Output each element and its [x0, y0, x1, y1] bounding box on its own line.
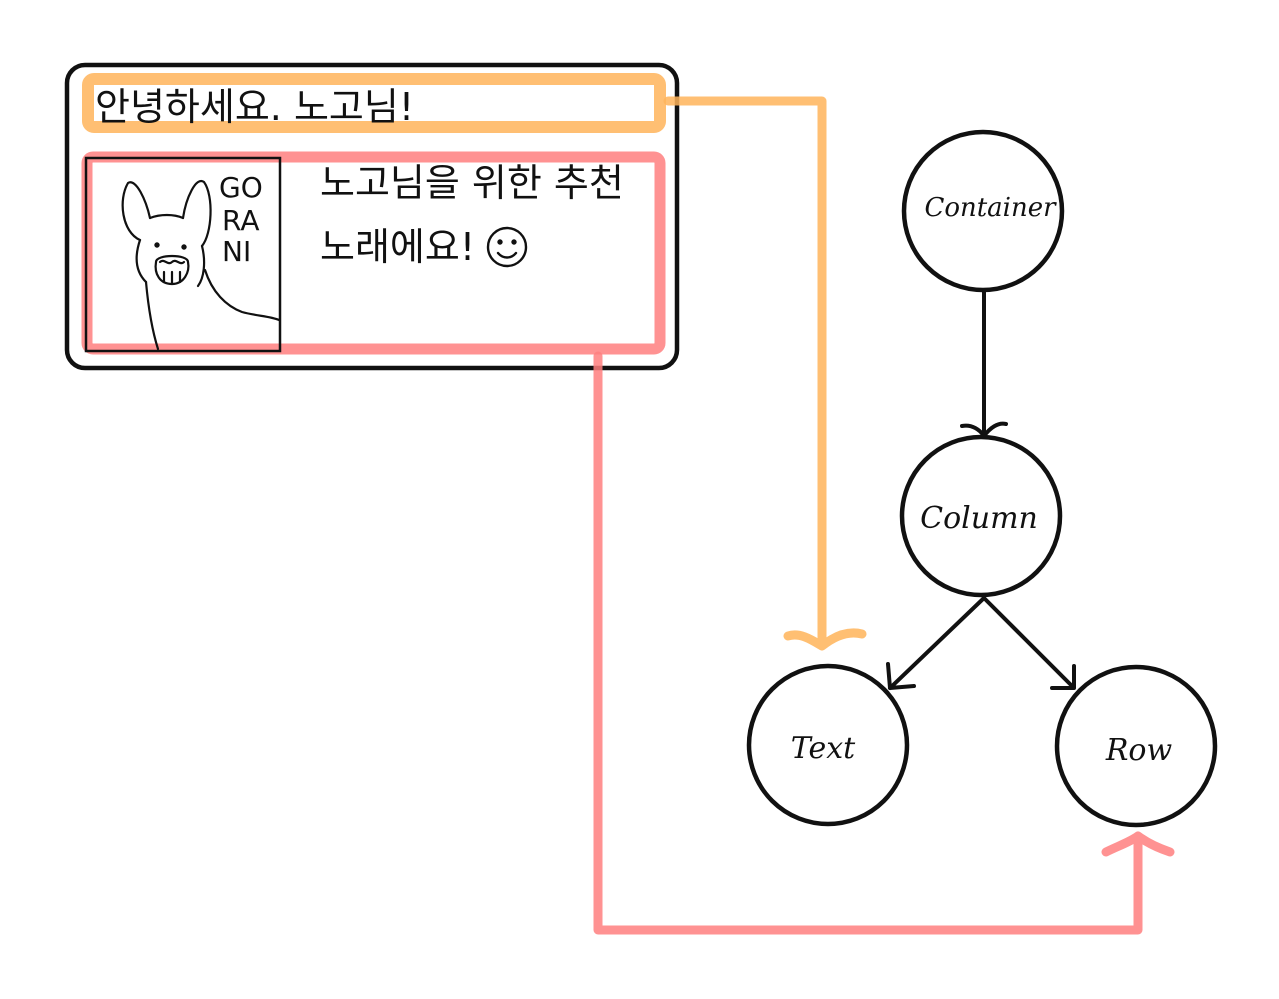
node-text-label: Text — [791, 731, 856, 766]
node-text: Text — [746, 663, 910, 827]
edge-column-row — [982, 596, 1074, 688]
greeting-highlight — [82, 73, 666, 133]
node-row: Row — [1054, 664, 1218, 828]
avatar-caption-line3: NI — [222, 235, 251, 268]
edge-column-text — [888, 596, 986, 690]
alpaca-drawing-icon — [121, 179, 281, 351]
widget-tree: Container Column Text Row — [746, 129, 1218, 828]
node-column: Column — [899, 434, 1063, 598]
card-outer-border — [64, 62, 680, 371]
avatar-caption-line1: GO — [219, 171, 263, 204]
card-mockup: 안녕하세요. 노고님! — [64, 62, 680, 371]
greeting-text: 안녕하세요. 노고님! — [95, 85, 414, 129]
greeting-to-text-connector — [663, 96, 867, 651]
message-line-2: 노래에요! — [320, 225, 475, 269]
node-container-label: Container — [924, 193, 1057, 223]
avatar-frame — [84, 156, 282, 353]
node-column-label: Column — [920, 501, 1038, 536]
smiley-face-icon — [486, 226, 528, 268]
row-to-row-connector — [593, 351, 1175, 935]
avatar-caption-line2: RA — [222, 204, 259, 237]
arrowhead-text — [886, 662, 916, 690]
arrowhead-row — [1050, 664, 1076, 690]
node-row-label: Row — [1105, 733, 1173, 768]
message-line-1: 노고님을 위한 추천 — [320, 161, 624, 205]
node-container: Container — [901, 129, 1065, 293]
